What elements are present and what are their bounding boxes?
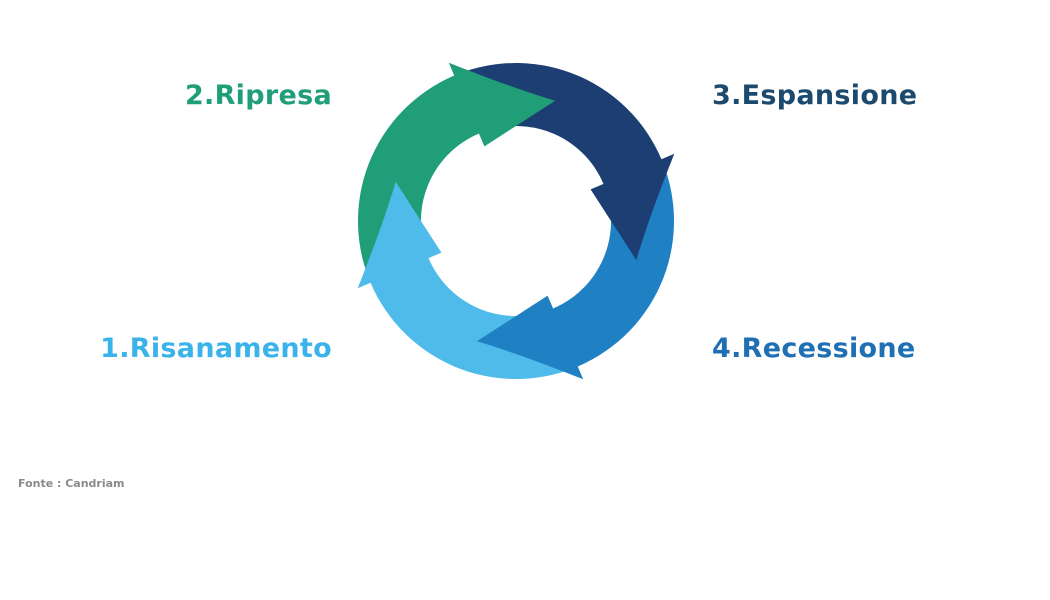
phase-label-risanamento: 1.Risanamento xyxy=(100,333,332,364)
phase-label-ripresa: 2.Ripresa xyxy=(184,80,332,111)
phase-label-espansione: 3.Espansione xyxy=(712,80,918,111)
arrow-head-recessione xyxy=(476,295,584,380)
arrow-head-risanamento xyxy=(357,181,442,289)
arrow-head-ripresa xyxy=(448,62,556,147)
source-note: Fonte : Candriam xyxy=(18,477,125,490)
phase-label-recessione: 4.Recessione xyxy=(712,333,916,364)
arrow-head-espansione xyxy=(590,153,675,261)
